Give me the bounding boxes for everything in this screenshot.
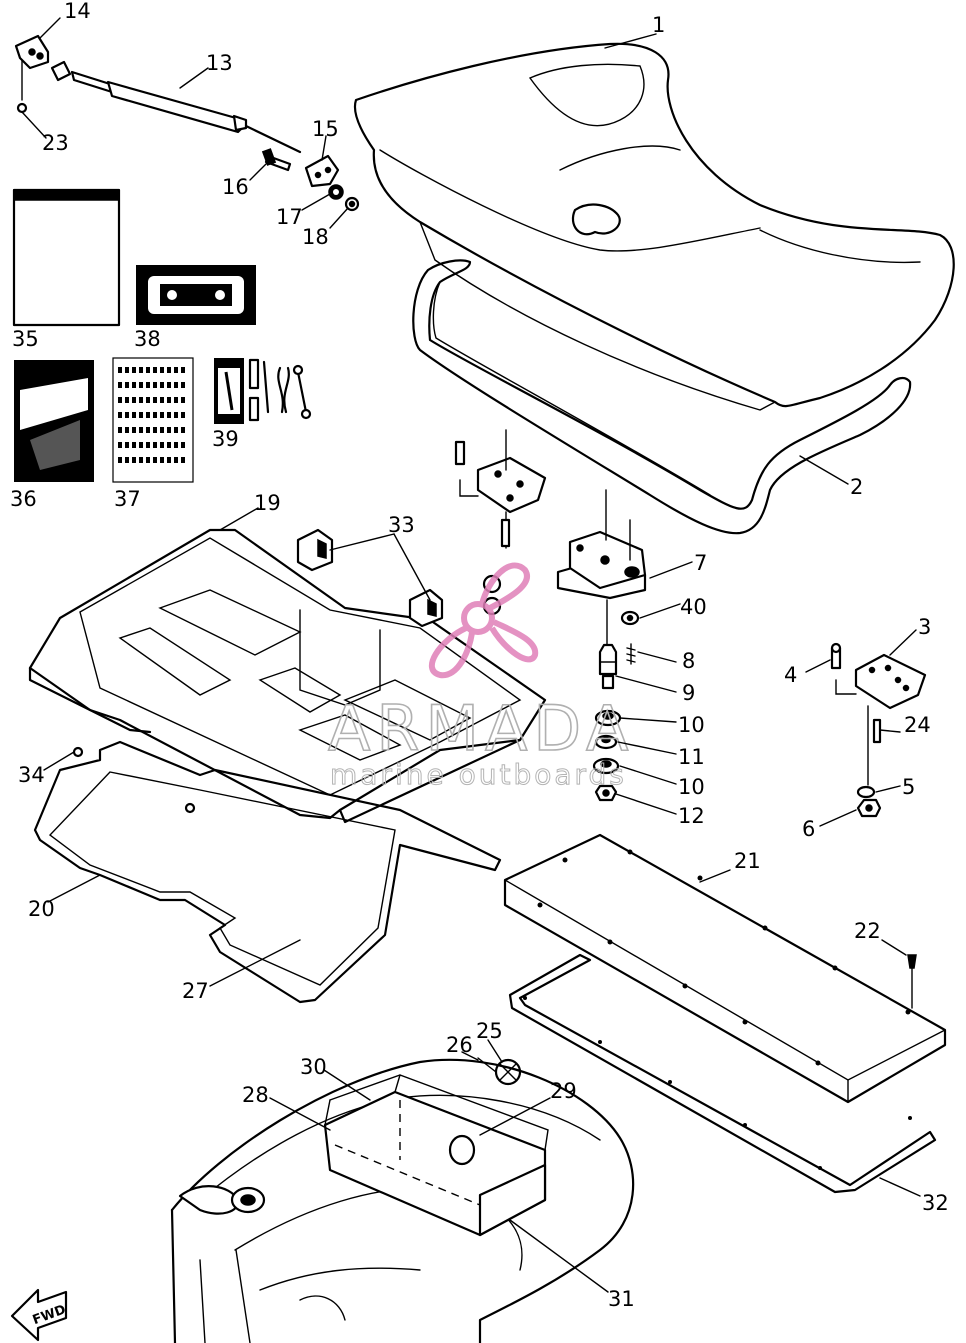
- damper-part-9: [598, 599, 618, 690]
- washer-part-5: [856, 785, 876, 799]
- leader-lines: [21, 17, 921, 1293]
- washer-part-10-bottom: [592, 757, 620, 775]
- armada-watermark: ARMADA marine outboards: [327, 562, 634, 792]
- storage-tray-part-19: [28, 528, 547, 824]
- screw-part-22: [907, 954, 917, 1009]
- callout-21: 21: [734, 849, 761, 873]
- nut-part-12: [594, 784, 618, 802]
- watermark-title: ARMADA: [328, 692, 634, 765]
- screw-part-24: [867, 705, 882, 786]
- cap-part-25: [494, 1058, 522, 1086]
- hinge-assembly-left: [454, 429, 547, 616]
- video-cassette-part-38: [136, 265, 256, 325]
- callout-39: 39: [212, 427, 239, 451]
- callout-25: 25: [476, 1019, 503, 1043]
- washer-part-11: [594, 734, 618, 750]
- watermark-subtitle: marine outboards: [330, 758, 627, 791]
- callout-3: 3: [918, 615, 931, 639]
- callout-13: 13: [206, 51, 233, 75]
- callout-19: 19: [254, 491, 281, 515]
- callout-22: 22: [854, 919, 881, 943]
- callout-40: 40: [680, 595, 707, 619]
- callout-20: 20: [28, 897, 55, 921]
- callout-38: 38: [134, 327, 161, 351]
- propeller-logo-icon: [428, 562, 539, 679]
- tool-kit-part-39: [214, 358, 312, 424]
- callout-14: 14: [64, 0, 91, 23]
- callout-37: 37: [114, 487, 141, 511]
- callout-1: 1: [652, 13, 665, 37]
- callout-35: 35: [12, 327, 39, 351]
- lid-panel-part-21: [503, 833, 947, 1104]
- screw-part-34: [72, 746, 196, 814]
- callout-17: 17: [276, 205, 303, 229]
- tray-gasket-part-20: [33, 740, 502, 1004]
- callout-23: 23: [42, 131, 69, 155]
- bracket-part-14: [14, 34, 50, 114]
- callout-26: 26: [446, 1033, 473, 1057]
- storage-box-part-28-31: [323, 1074, 549, 1237]
- block-part-33: [296, 528, 444, 628]
- manual-part-35: [12, 188, 121, 327]
- callout-36: 36: [10, 487, 37, 511]
- nut-part-6: [856, 798, 882, 818]
- callout-12: 12: [678, 804, 705, 828]
- bracket-part-15: [304, 154, 340, 188]
- callout-6: 6: [802, 817, 815, 841]
- brochure-part-36: [14, 360, 94, 482]
- seat-gasket-part-2: [412, 259, 912, 535]
- callout-15: 15: [312, 117, 339, 141]
- callout-11-visible: 11: [678, 745, 705, 769]
- callout-28: 28: [242, 1083, 269, 1107]
- callout-32: 32: [922, 1191, 949, 1215]
- callout-10-top: 10: [678, 713, 705, 737]
- fwd-arrow-icon: FWD: [10, 1288, 68, 1342]
- callout-2: 2: [850, 475, 863, 499]
- bolt-part-16: [261, 148, 292, 172]
- bolt-part-4: [830, 642, 842, 670]
- nut-part-18: [344, 196, 360, 212]
- screw-part-8: [626, 643, 636, 665]
- hinge-part-7: [556, 489, 647, 600]
- seat-part-1: [353, 42, 955, 411]
- washer-part-17: [328, 184, 344, 200]
- callout-8: 8: [682, 649, 695, 673]
- washer-part-40: [620, 610, 640, 626]
- callout-31: 31: [608, 1287, 635, 1311]
- callout-labels: 1 2 3 4 5 6 7 8 9 10 10 11 12 13 14 15 1…: [10, 0, 949, 1311]
- callout-24: 24: [904, 713, 931, 737]
- callout-18: 18: [302, 225, 329, 249]
- callout-5: 5: [902, 775, 915, 799]
- callout-7: 7: [694, 551, 707, 575]
- callout-16: 16: [222, 175, 249, 199]
- lid-gasket-part-32: [508, 953, 937, 1194]
- hinge-plate-part-3: [835, 653, 927, 710]
- booklet-part-37: [112, 357, 194, 483]
- callout-29: 29: [550, 1079, 577, 1103]
- callout-9: 9: [682, 681, 695, 705]
- callout-30: 30: [300, 1055, 327, 1079]
- callout-27: 27: [182, 979, 209, 1003]
- gas-strut-part-13: [50, 60, 302, 154]
- callout-33: 33: [388, 513, 415, 537]
- oring-part-26: [477, 1057, 497, 1073]
- callout-4: 4: [784, 663, 797, 687]
- callout-10-bottom: 10: [678, 775, 705, 799]
- callout-34: 34: [18, 763, 45, 787]
- mat-part-27: [48, 771, 396, 986]
